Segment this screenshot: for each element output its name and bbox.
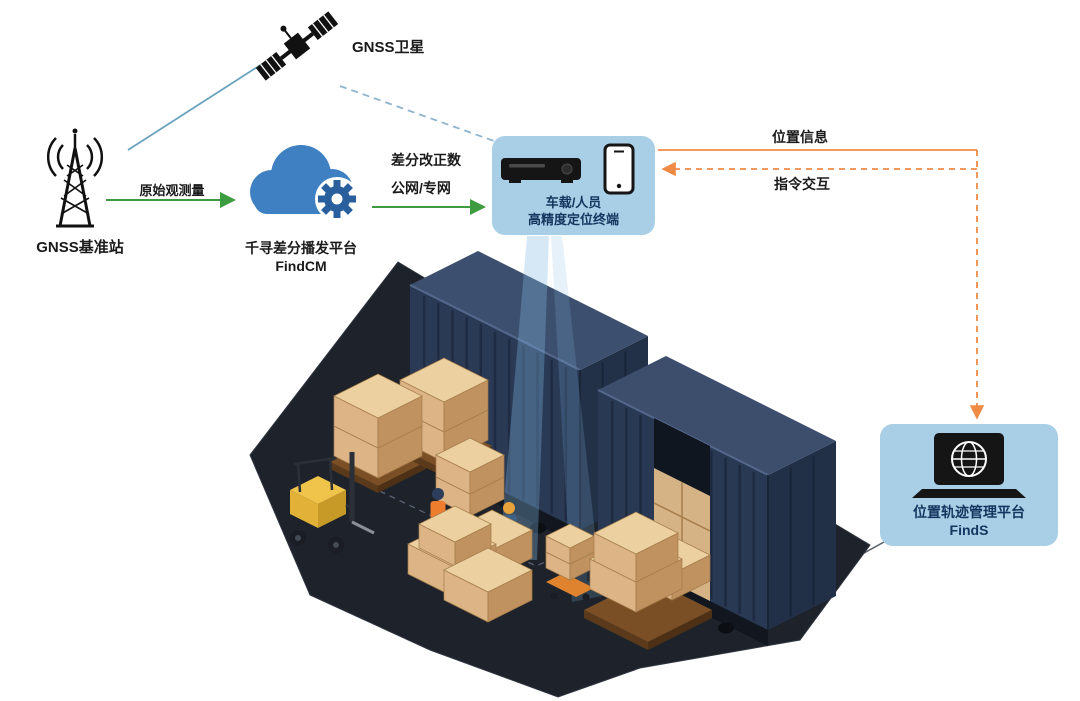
correction-label-line2: 公网/专网 xyxy=(391,180,451,196)
link-satellite-to-terminal xyxy=(339,85,509,147)
terminal-label-line1: 车载/人员 xyxy=(545,194,602,210)
forklift xyxy=(290,452,375,553)
laptop-globe-icon xyxy=(912,432,1026,498)
smartphone-icon xyxy=(603,143,634,195)
satellite-label: GNSS卫星 xyxy=(352,39,425,56)
carton-pile-center xyxy=(407,505,533,623)
gear-icon xyxy=(318,180,356,218)
connector-lines xyxy=(106,63,985,575)
warehouse-scene xyxy=(249,236,871,698)
command-label: 指令交互 xyxy=(774,176,830,192)
terminal-label-line2: 高精度定位终端 xyxy=(527,211,619,227)
carton-stacks-back xyxy=(333,357,505,517)
management-platform-panel: 位置轨迹管理平台 FindS xyxy=(880,424,1058,546)
management-product-label: FindS xyxy=(949,522,989,538)
radio-tower-icon xyxy=(46,128,104,228)
base-station-label: GNSS基准站 xyxy=(36,239,124,256)
cloud-gear-icon xyxy=(250,145,359,221)
carton-pile-right xyxy=(545,511,711,613)
position-info-label: 位置信息 xyxy=(772,129,828,145)
satellite-icon xyxy=(255,11,339,81)
vehicle-terminal-icon xyxy=(500,157,581,183)
cloud-product-label: FindCM xyxy=(275,258,327,274)
positioning-beams xyxy=(499,236,602,602)
terminal-panel: 车载/人员 高精度定位终端 xyxy=(492,136,655,235)
management-platform-label: 位置轨迹管理平台 xyxy=(913,503,1025,520)
raw-observation-label: 原始观测量 xyxy=(139,183,205,198)
cloud-platform-label: 千寻差分播发平台 xyxy=(245,240,357,256)
terminal-devices-icon xyxy=(500,143,634,195)
link-base-to-satellite xyxy=(127,63,263,151)
correction-label-line1: 差分改正数 xyxy=(391,152,461,168)
